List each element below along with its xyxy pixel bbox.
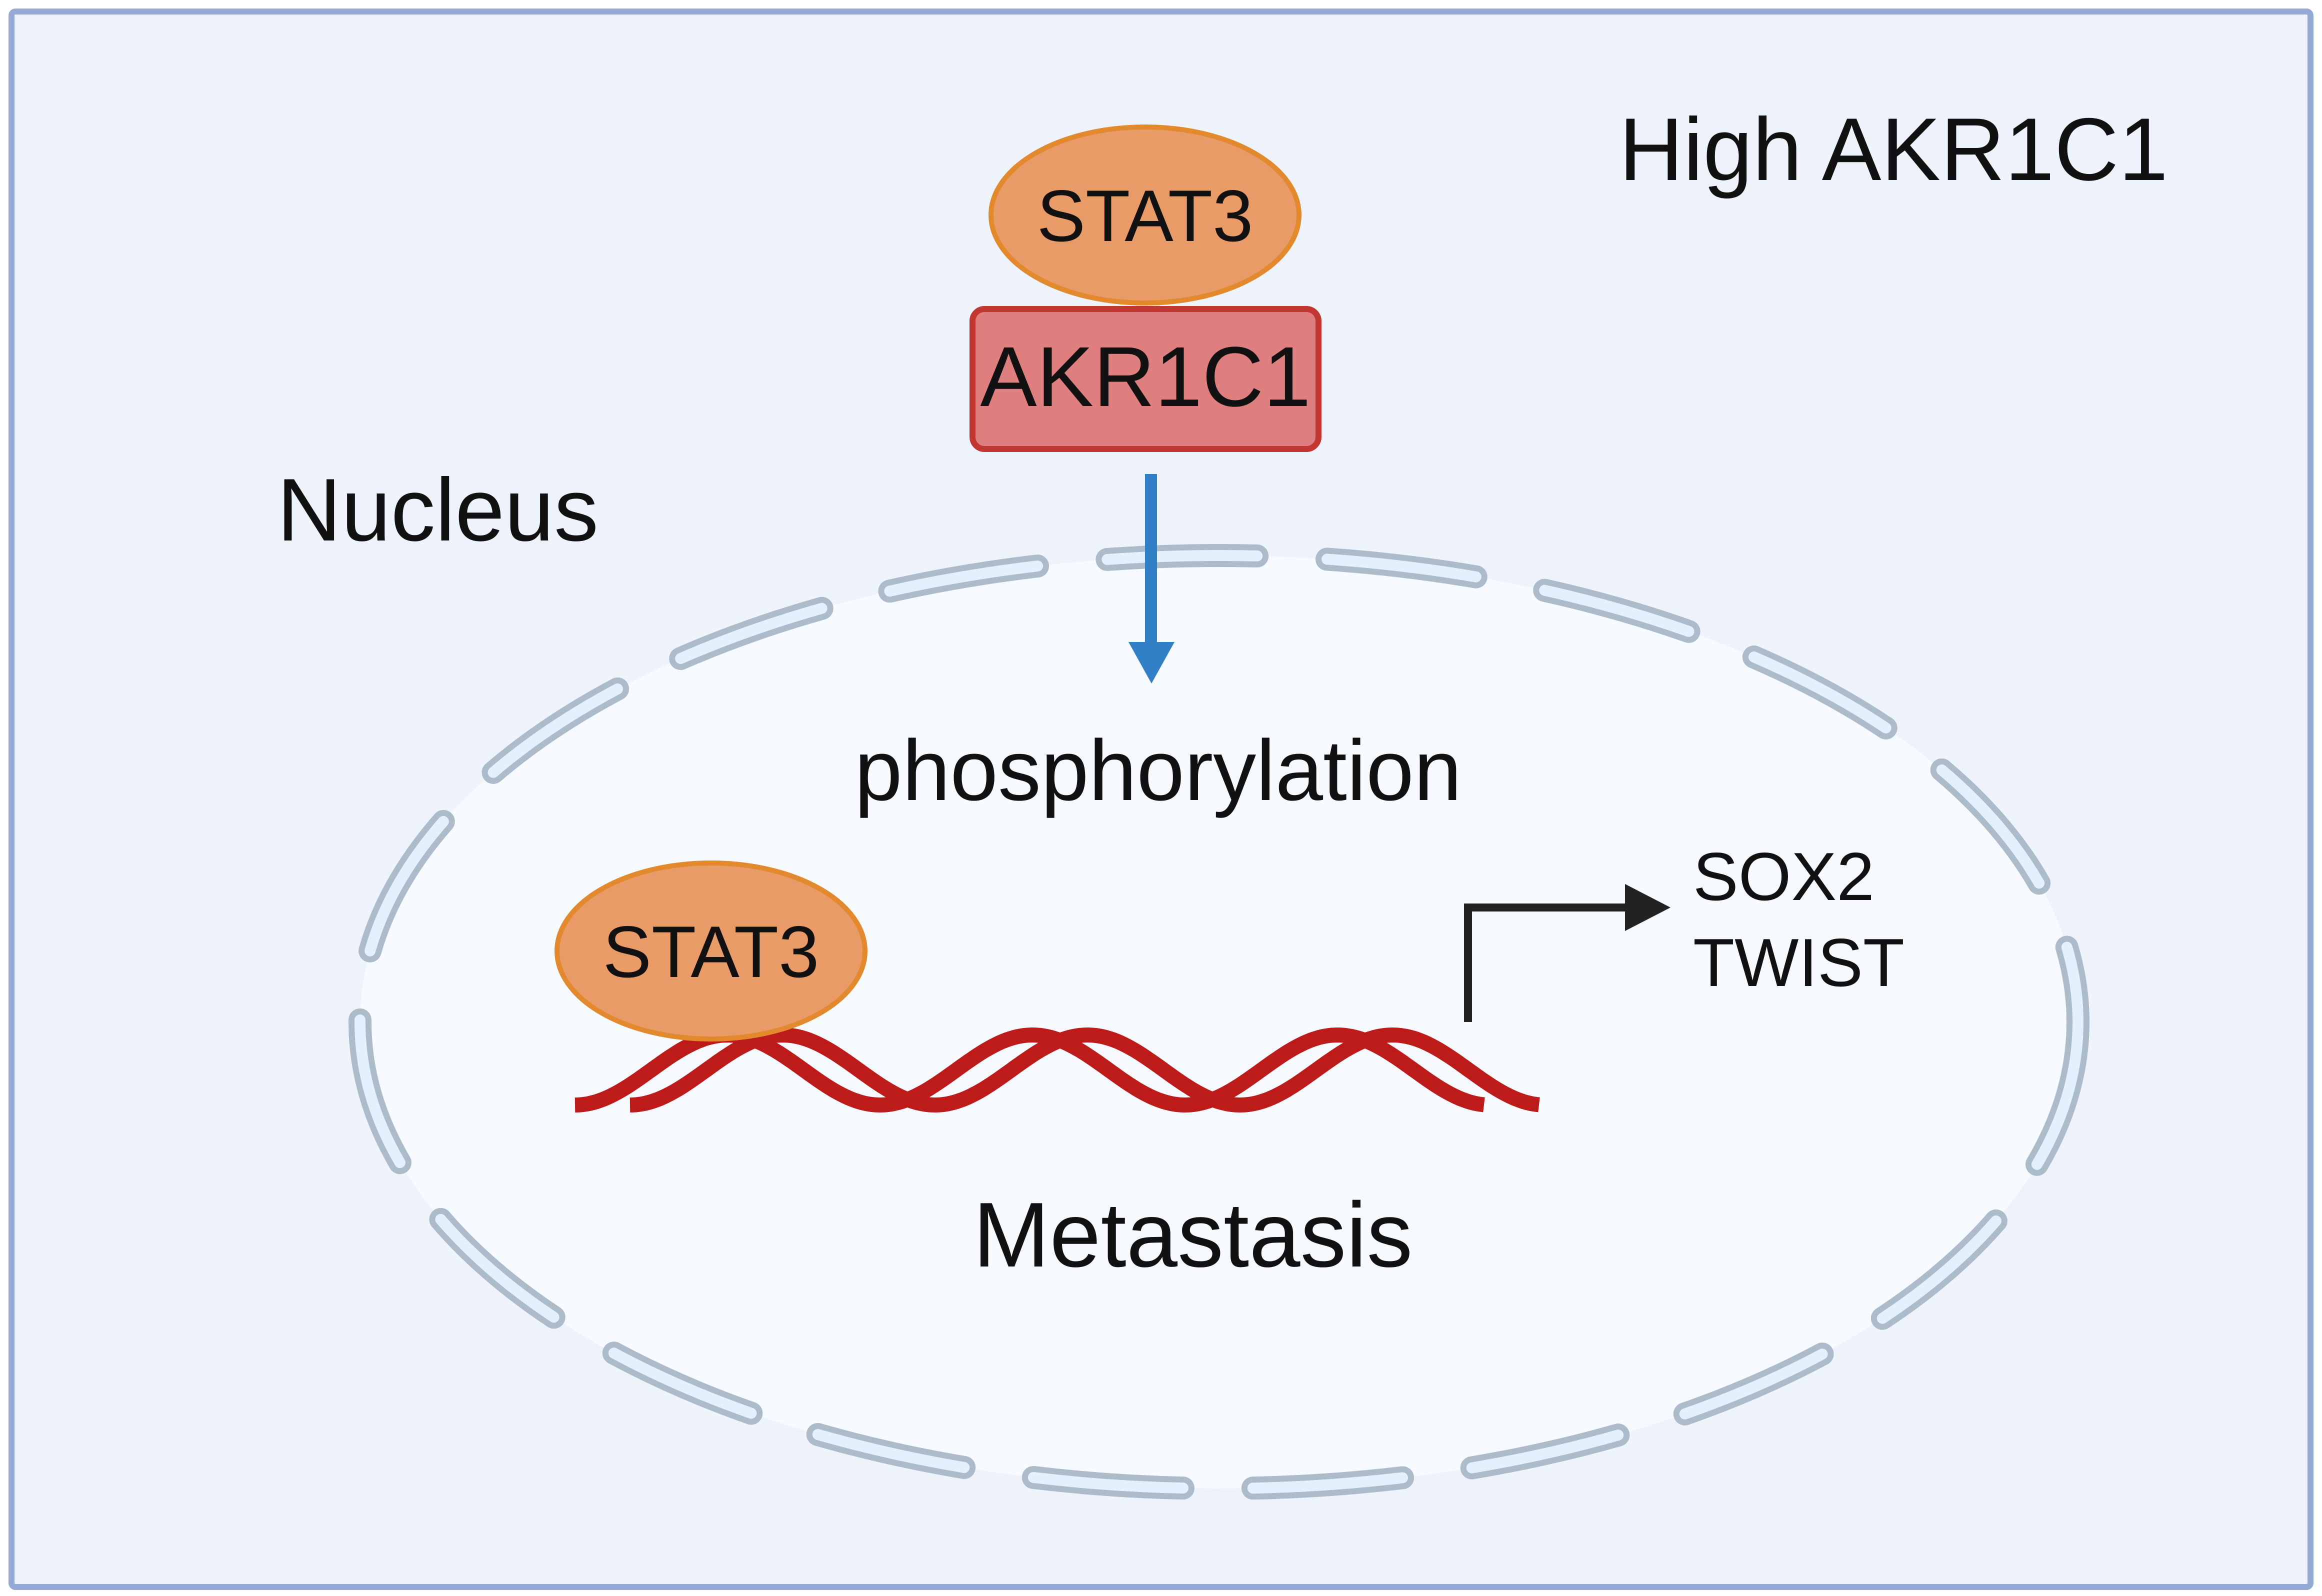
transcription-start-arrow-icon — [1464, 884, 1670, 1022]
dna-strand — [630, 1027, 1540, 1113]
akr1c1-label: AKR1C1 — [980, 330, 1310, 424]
nucleus-label: Nucleus — [277, 460, 598, 560]
nucleus-body — [360, 556, 2078, 1488]
panel-title: High AKR1C1 — [1619, 100, 2168, 199]
stat3-protein-bound: STAT3 — [554, 860, 868, 1042]
target-gene-twist: TWIST — [1693, 924, 1904, 1000]
stat3-protein-top: STAT3 — [988, 124, 1302, 306]
target-gene-sox2: SOX2 — [1693, 838, 1874, 914]
stat3-top-label: STAT3 — [1037, 175, 1254, 256]
nuclear-membrane-inner — [354, 550, 2084, 1494]
akr1c1-protein: AKR1C1 — [970, 306, 1322, 452]
phosphorylation-label: phosphorylation — [854, 722, 1462, 818]
metastasis-label: Metastasis — [973, 1183, 1412, 1286]
stat3-bound-label: STAT3 — [603, 911, 820, 992]
nucleus — [348, 544, 2090, 1500]
arrow-down-icon — [1128, 474, 1174, 684]
